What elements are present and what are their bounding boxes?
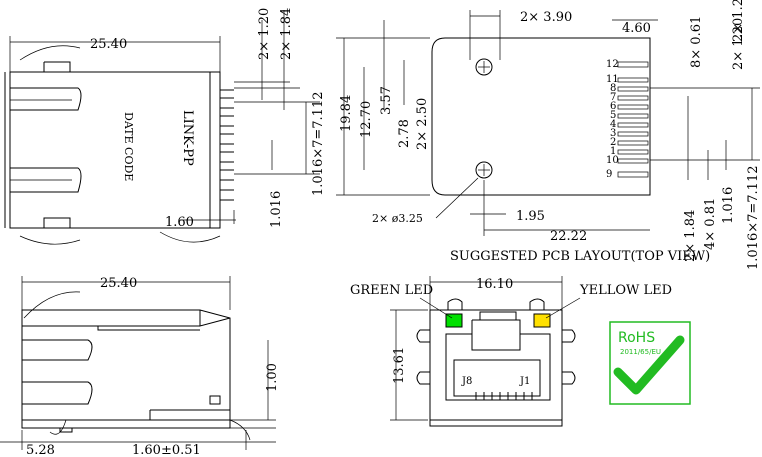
check-icon — [613, 335, 685, 395]
side-pitch-dim: 1.016×7=7.112 — [311, 92, 326, 197]
front-contacts — [475, 392, 533, 400]
brand-label: LINK-PP — [180, 110, 195, 166]
pcb-caption: SUGGESTED PCB LAYOUT(TOP VIEW) — [450, 249, 710, 264]
side-pins — [220, 89, 234, 201]
pin-9: 9 — [606, 169, 612, 180]
date-code-label: DATE CODE — [122, 112, 135, 181]
pcb-right-pitch: 1.016×7=7.112 — [746, 166, 761, 271]
pin-6: 6 — [610, 101, 616, 112]
pcb-dim-1-84: 2× 1.84 — [683, 210, 698, 262]
front-view: 16.10 GREEN LED YELLOW LED J8 J1 — [350, 276, 672, 427]
front-height-dim: 13.61 — [392, 347, 407, 384]
green-led — [445, 313, 463, 328]
side-dim-1-20: 2× 1.20 — [257, 8, 272, 60]
pcb-dim-1-95: 1.95 — [516, 209, 545, 224]
pin-12: 12 — [606, 59, 619, 70]
pin-2: 2 — [610, 137, 616, 148]
j8-label: J8 — [461, 376, 472, 387]
pcb-dim-0-81: 4× 0.81 — [703, 198, 718, 250]
rohs-title: RoHS — [618, 330, 655, 346]
pcb-dim-12-70: 12.70 — [359, 101, 374, 138]
pcb-dim-4-60: 4.60 — [622, 21, 651, 36]
rohs-logo: RoHS 2011/65/EU — [609, 321, 691, 405]
pin-7: 7 — [610, 92, 616, 103]
bottom-bottom-dim: 1.60±0.51 — [132, 443, 201, 457]
side-dim-1-84: 2× 1.84 — [279, 8, 294, 60]
side-view: 25.40 — [4, 8, 326, 245]
pin-10: 10 — [606, 155, 619, 166]
bottom-height-dim: 1.00 — [265, 363, 280, 392]
pcb-dim-3-90: 2× 3.90 — [520, 10, 572, 25]
pin-8: 8 — [610, 83, 616, 94]
pcb-dim-hole: 2× ø3.25 — [372, 212, 423, 225]
yellow-led-label: YELLOW LED — [579, 283, 672, 298]
mount-hole-bottom — [475, 161, 493, 179]
bottom-width-dim: 25.40 — [100, 276, 137, 291]
pcb-dim-22-22: 22.22 — [550, 229, 587, 244]
side-pin-dim: 1.016 — [269, 191, 284, 228]
pcb-dim-1-016: 1.016 — [721, 187, 736, 224]
pin-5: 5 — [610, 110, 616, 121]
pcb-layout: 12 11 8 7 6 5 4 3 2 1 10 9 2× 3.90 4.60 … — [336, 0, 761, 270]
pcb-dim-0-61: 8× 0.61 — [689, 16, 704, 68]
pcb-dim-2-50: 2× 2.50 — [415, 98, 430, 150]
pcb-dim-1-20-top: 2× 1.20 — [731, 0, 746, 42]
pcb-dim-1-20: 2× 1.20 — [731, 18, 746, 70]
pin-3: 3 — [610, 128, 616, 139]
bottom-left-dim: 5.28 — [26, 443, 55, 457]
pin-4: 4 — [610, 119, 616, 130]
green-led-label: GREEN LED — [350, 283, 433, 298]
side-bottom-dim: 1.60 — [165, 215, 194, 230]
yellow-led — [533, 313, 551, 328]
bottom-side-view: 25.40 1.00 5.28 1.60±0.51 — [0, 276, 280, 457]
rohs-subtitle: 2011/65/EU — [620, 348, 661, 356]
j1-label: J1 — [519, 376, 530, 387]
front-width-dim: 16.10 — [476, 277, 513, 292]
pcb-dim-3-57: 3.57 — [379, 86, 394, 115]
pcb-dim-2-78: 2.78 — [397, 119, 412, 148]
mount-hole-top — [475, 58, 493, 76]
pcb-pads — [617, 61, 649, 178]
pin-1: 1 — [610, 146, 616, 157]
side-width-dim: 25.40 — [90, 37, 127, 52]
pcb-dim-19-84: 19.84 — [339, 95, 354, 132]
pin-11: 11 — [606, 74, 619, 85]
